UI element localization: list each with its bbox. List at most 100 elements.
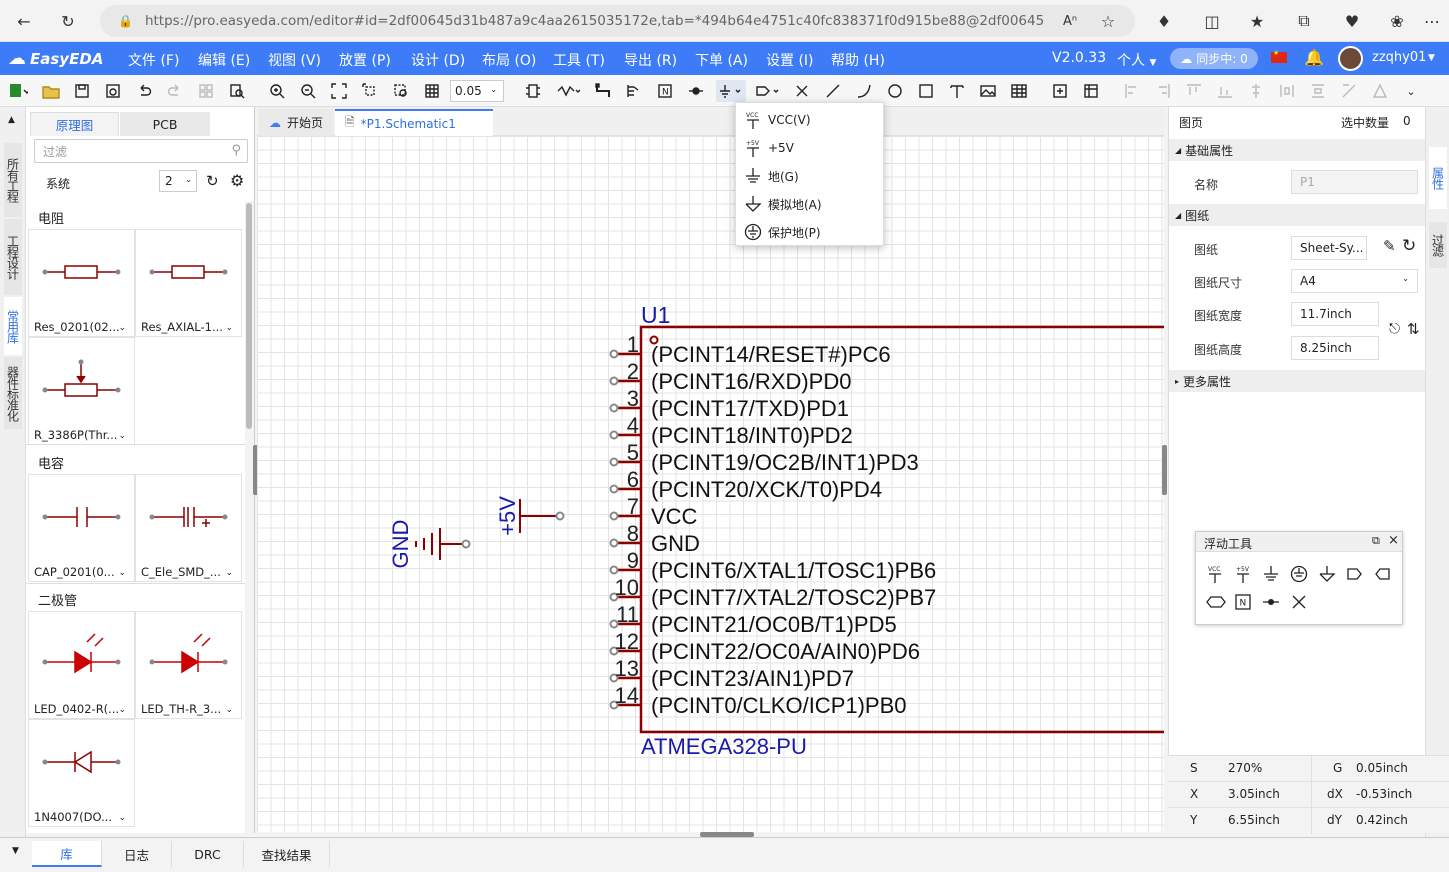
net-port-icon[interactable] [685, 80, 707, 102]
pin-dot[interactable] [609, 619, 619, 629]
avatar[interactable] [1338, 46, 1363, 71]
tab-device-standardization[interactable]: 器件标准化 [4, 357, 22, 429]
list-item[interactable]: Res_0201(02...⌄ [28, 229, 135, 337]
sheet-width-field[interactable]: 11.7inch [1291, 302, 1379, 326]
tab-pcb-lib[interactable]: PCB [120, 112, 210, 136]
ic-pins[interactable]: 1(PCINT14/RESET#)PC62(PCINT16/RXD)PD03(P… [609, 332, 937, 718]
no-connect-icon[interactable] [1290, 593, 1310, 611]
bus-entry-icon[interactable] [623, 80, 645, 102]
chevron-down-icon[interactable]: ⌄ [118, 431, 126, 441]
junction-icon[interactable] [1262, 593, 1282, 611]
menu-export[interactable]: 导出 (R) [624, 53, 678, 69]
image-icon[interactable] [977, 80, 999, 102]
net-label-icon[interactable]: N [1234, 593, 1254, 611]
align-bottom-icon[interactable] [1214, 80, 1236, 102]
update-pcb-icon[interactable] [1049, 80, 1071, 102]
menu-item-analog-ground[interactable]: 模拟地(A) [736, 190, 885, 218]
menu-item-plus5v[interactable]: +5V +5V [736, 134, 885, 162]
tab-filter[interactable]: 过滤 [1429, 222, 1447, 268]
read-aloud-icon[interactable]: Aⁿ [1062, 13, 1078, 29]
pin-dot[interactable] [609, 376, 619, 386]
pin-dot[interactable] [609, 592, 619, 602]
tab-all-projects[interactable]: 所有工程 [4, 143, 22, 217]
chevron-down-icon[interactable]: ⌄ [118, 323, 126, 333]
distribute-h-icon[interactable] [1276, 80, 1298, 102]
redo-icon[interactable] [164, 80, 186, 102]
pin-dot[interactable] [609, 538, 619, 548]
tab-library[interactable]: 库 [32, 841, 102, 867]
pin-icon[interactable]: ▲ [8, 115, 15, 125]
text-icon[interactable] [946, 80, 968, 102]
net-port-icon[interactable] [1206, 593, 1226, 611]
menu-file[interactable]: 文件 (F) [128, 53, 180, 69]
plus5v-icon[interactable]: +5V [1234, 565, 1254, 583]
distribute-v-icon[interactable] [1307, 80, 1329, 102]
list-item[interactable]: C_Ele_SMD_...⌄ [135, 474, 242, 582]
open-folder-icon[interactable] [40, 80, 62, 102]
list-item[interactable]: LED_0402-R(...⌄ [28, 611, 135, 719]
sheet-field[interactable]: Sheet-Sy... [1291, 236, 1367, 260]
menu-edit[interactable]: 编辑 (E) [198, 53, 251, 69]
protective-ground-icon[interactable] [1290, 565, 1310, 583]
menu-place[interactable]: 放置 (P) [339, 53, 391, 69]
floating-tools-header[interactable]: 浮动工具 ⧉ × [1196, 532, 1402, 552]
net-flag-icon[interactable] [1346, 565, 1366, 583]
list-item[interactable]: LED_TH-R_3...⌄ [135, 611, 242, 719]
pin-dot[interactable] [609, 673, 619, 683]
lock-ratio-icon[interactable]: ⎋ [1389, 321, 1401, 337]
tab-drc[interactable]: DRC [172, 841, 244, 867]
gear-icon[interactable]: ⚙ [230, 171, 245, 190]
tab-schematic-lib[interactable]: 原理图 [30, 112, 119, 136]
section-sheet[interactable]: ◢图纸 [1169, 204, 1426, 226]
more-icon[interactable]: ⋯ [1424, 11, 1440, 31]
chevron-down-icon[interactable]: ⌄ [118, 705, 126, 715]
tab-common-library[interactable]: 常用库 [4, 297, 22, 355]
menu-layout[interactable]: 布局 (O) [482, 53, 537, 69]
menu-settings[interactable]: 设置 (I) [766, 53, 814, 69]
arc-icon[interactable] [853, 80, 875, 102]
save-as-icon[interactable] [102, 80, 124, 102]
sheet-height-field[interactable]: 8.25inch [1291, 336, 1379, 360]
chevron-down-icon[interactable]: ⌄ [118, 813, 126, 823]
align-center-icon[interactable] [1245, 80, 1267, 102]
ic-body[interactable] [639, 325, 1164, 734]
system-count-select[interactable]: 2 ⌄ [159, 170, 197, 192]
net-flag-dropdown[interactable] [754, 80, 784, 102]
menu-item-ground[interactable]: 地(G) [736, 162, 885, 190]
menu-design[interactable]: 设计 (D) [411, 53, 466, 69]
split-screen-icon[interactable]: ◫ [1204, 11, 1220, 31]
chevron-down-icon[interactable]: ⌄ [118, 568, 126, 578]
pin-dot[interactable] [609, 565, 619, 575]
list-item[interactable]: R_3386P(Thr...⌄ [28, 337, 135, 445]
rotate-icon[interactable] [1338, 80, 1360, 102]
tab-start-page[interactable]: ☁ 开始页 [259, 109, 334, 136]
group-icon[interactable] [195, 80, 217, 102]
place-bus-icon[interactable] [592, 80, 614, 102]
list-item[interactable]: 1N4007(DO...⌄ [28, 719, 135, 827]
section-more-properties[interactable]: ▸更多属性 [1169, 370, 1426, 392]
chevron-down-icon[interactable]: ⌄ [225, 568, 233, 578]
menu-tools[interactable]: 工具 (T) [553, 53, 605, 69]
gnd-symbol[interactable] [415, 528, 462, 560]
net-flag-bidirectional-icon[interactable] [1374, 565, 1394, 583]
pin-dot[interactable] [609, 511, 619, 521]
place-component-icon[interactable] [522, 80, 544, 102]
menu-view[interactable]: 视图 (V) [268, 53, 321, 69]
restore-window-icon[interactable]: ⧉ [1372, 534, 1380, 547]
close-icon[interactable]: × [1388, 533, 1399, 548]
menu-order[interactable]: 下单 (A) [695, 53, 748, 69]
new-file-icon[interactable] [4, 80, 32, 102]
tab-project-design[interactable]: 工程设计 [4, 219, 22, 295]
align-right-icon[interactable] [1152, 80, 1174, 102]
library-scrollbar[interactable] [245, 201, 254, 833]
grid-icon[interactable] [421, 80, 443, 102]
table-icon[interactable] [1008, 80, 1030, 102]
list-item[interactable]: Res_AXIAL-1...⌄ [135, 229, 242, 337]
favorites-icon[interactable]: ★ [1249, 11, 1265, 31]
tab-log[interactable]: 日志 [102, 841, 172, 867]
toolbar-more-chevron-icon[interactable]: ⌄ [1406, 84, 1416, 98]
notification-bell-icon[interactable]: 🔔 [1304, 48, 1324, 67]
align-left-icon[interactable] [1121, 80, 1143, 102]
pin-dot[interactable] [609, 457, 619, 467]
gnd-pin-dot[interactable] [461, 539, 471, 549]
